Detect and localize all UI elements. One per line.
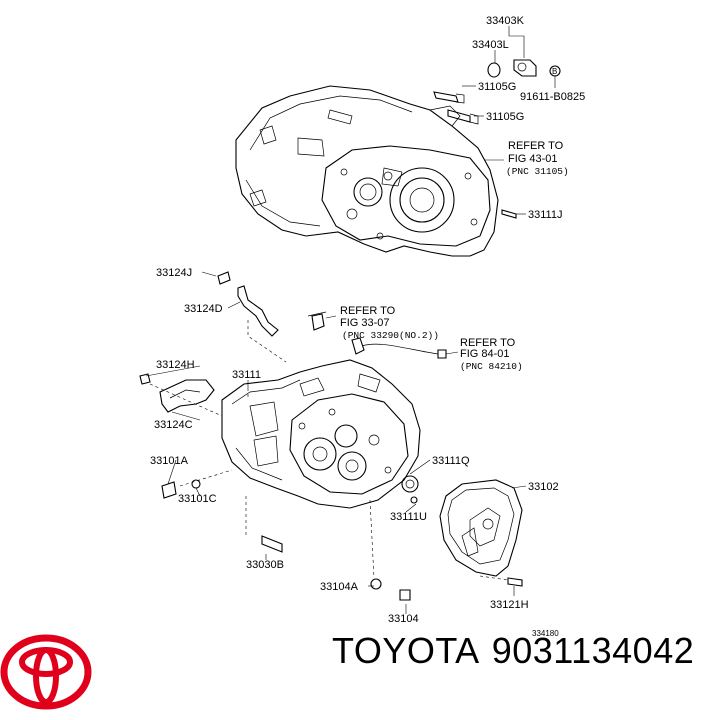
label-33101C: 33101C: [178, 493, 217, 505]
label-33403K: 33403K: [486, 15, 525, 27]
label-33104: 33104: [388, 613, 419, 625]
label-refer2-c: (PNC 33290(NO.2)): [342, 330, 439, 341]
label-refer2-b: FIG 33-07: [340, 317, 390, 329]
label-33403L: 33403L: [472, 39, 509, 51]
label-refer1-c: (PNC 31105): [506, 166, 569, 177]
bottom-small-parts: [139, 271, 523, 601]
label-33111: 33111: [232, 369, 261, 381]
case-cover: [439, 479, 523, 577]
label-refer1-b: FIG 43-01: [508, 153, 558, 165]
label-refer3-c: (PNC 84210): [460, 361, 523, 372]
label-31105G-a: 31105G: [478, 81, 516, 93]
label-33124C: 33124C: [154, 419, 193, 431]
label-33102: 33102: [528, 481, 559, 493]
part-number: 9031134042: [491, 630, 695, 671]
label-33124J: 33124J: [156, 267, 192, 279]
label-refer3-a: REFER TO: [460, 337, 516, 349]
label-33101A: 33101A: [150, 455, 189, 467]
drawing-number: 334180: [532, 629, 559, 638]
label-33104A: 33104A: [320, 581, 359, 593]
toyota-logo-icon: [0, 634, 92, 710]
label-refer2-a: REFER TO: [340, 305, 396, 317]
label-b-marker: B: [552, 67, 557, 76]
label-33111Q: 33111Q: [432, 455, 470, 467]
label-33124H: 33124H: [156, 359, 195, 371]
label-33111J: 33111J: [528, 209, 562, 221]
label-31105G-b: 31105G: [486, 111, 524, 123]
transaxle-housing: [235, 85, 499, 257]
label-33121H: 33121H: [490, 599, 529, 611]
label-refer1-a: REFER TO: [508, 140, 564, 152]
bottom-leader-lines: [145, 271, 527, 614]
label-33030B: 33030B: [246, 559, 284, 571]
label-refer3-b: FIG 84-01: [460, 348, 510, 360]
brand-name: TOYOTA: [332, 630, 480, 671]
label-33111U: 33111U: [390, 511, 427, 523]
label-91611-B0825: 91611-B0825: [520, 91, 585, 103]
top-leader-lines: [462, 26, 556, 215]
label-33124D: 33124D: [184, 303, 223, 315]
top-small-parts: [433, 59, 561, 219]
transaxle-case: [221, 359, 421, 509]
footer-caption: TOYOTA 9031134042: [332, 630, 717, 672]
